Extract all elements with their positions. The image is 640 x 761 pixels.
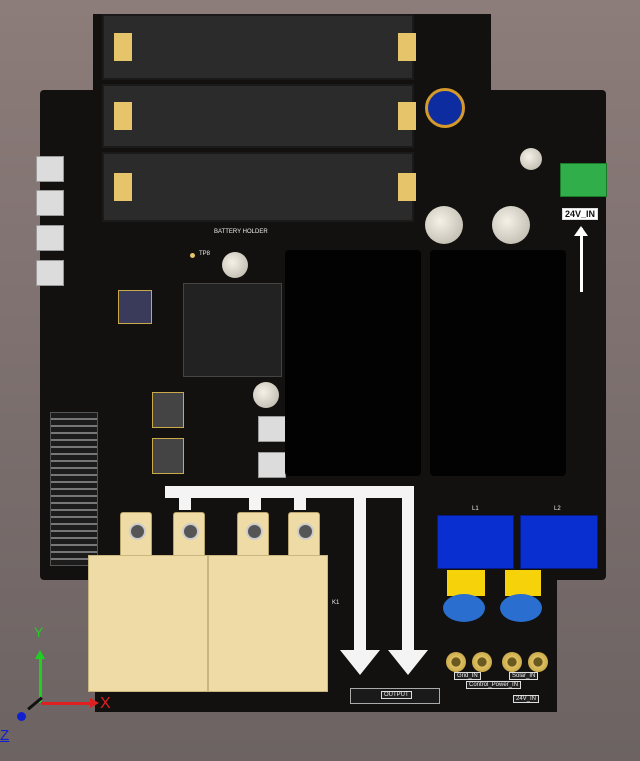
controller-ic <box>118 290 152 324</box>
relay-k1 <box>88 555 208 692</box>
blue-capacitor <box>425 88 465 128</box>
control-power-label: Control_Power_IN <box>466 681 522 689</box>
power-module <box>183 283 282 377</box>
relay-terminal <box>237 512 269 562</box>
z-axis-label: Z <box>0 727 10 744</box>
connector-j6[interactable] <box>258 452 286 478</box>
connector-4[interactable] <box>36 260 64 286</box>
x-axis-label: X <box>100 695 111 712</box>
tp8-designator: TP8 <box>199 251 211 257</box>
z-origin <box>17 712 26 721</box>
varistor-2 <box>500 594 542 622</box>
capacitor <box>492 206 530 244</box>
relay-terminal <box>173 512 205 562</box>
inductor-right <box>430 250 566 476</box>
pin-header <box>50 412 98 566</box>
capacitor-c2 <box>253 382 279 408</box>
capacitor-c4 <box>505 570 541 596</box>
capacitor-small <box>520 148 542 170</box>
capacitor-c5 <box>222 252 248 278</box>
arrow-up-icon <box>580 228 583 292</box>
relay-k2 <box>208 555 328 692</box>
solar-in-label: Solar_IN <box>509 672 539 680</box>
battery-holder-2 <box>102 84 416 148</box>
ic-u2 <box>152 438 184 474</box>
label-24v-in-bottom: 24V_IN <box>513 695 540 703</box>
l2-designator: L2 <box>554 506 561 512</box>
relay-terminal <box>288 512 320 562</box>
capacitor-c3 <box>425 206 463 244</box>
connector-j5[interactable] <box>258 416 286 442</box>
solar-in-pad <box>502 652 522 672</box>
inductor-left <box>285 250 421 476</box>
connector-2[interactable] <box>36 190 64 216</box>
x-arrow <box>90 698 99 708</box>
grid-in-label: Grid_IN <box>454 672 481 680</box>
battery-holder-3 <box>102 152 416 222</box>
ic-u1 <box>152 392 184 428</box>
battery-holder-label: BATTERY HOLDER <box>214 229 268 235</box>
connector-3[interactable] <box>36 225 64 251</box>
grid-in-pad <box>472 652 492 672</box>
green-terminal-24v[interactable] <box>560 163 607 197</box>
label-24v-in: 24V_IN <box>562 208 599 220</box>
test-point-tp8 <box>190 253 195 258</box>
x-axis-icon <box>41 702 91 705</box>
capacitor-c1 <box>447 570 485 596</box>
inductor-l2 <box>520 515 598 569</box>
y-arrow <box>35 650 45 659</box>
varistor-1 <box>443 594 485 622</box>
y-axis-label: Y <box>34 624 44 640</box>
inductor-l1 <box>437 515 514 569</box>
output-label: OUTPUT <box>381 691 412 699</box>
arrow-head <box>574 226 588 236</box>
solar-in-pad <box>528 652 548 672</box>
connector-1[interactable] <box>36 156 64 182</box>
battery-holder-1 <box>102 14 416 80</box>
grid-in-pad <box>446 652 466 672</box>
relay-designator: K1 <box>332 600 340 606</box>
l1-designator: L1 <box>472 506 479 512</box>
y-axis-icon <box>39 655 42 703</box>
